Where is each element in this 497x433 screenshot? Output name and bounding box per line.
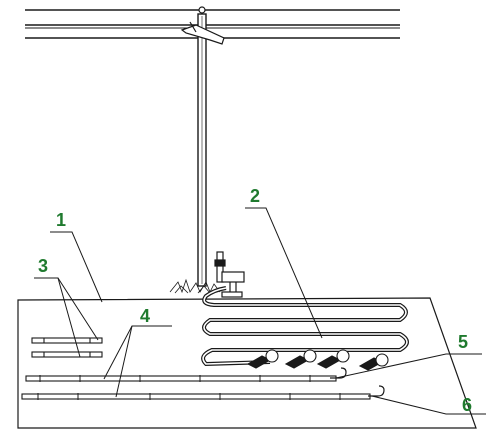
leader-2 (245, 207, 323, 339)
pole-top-insulator (198, 6, 206, 14)
callout-6: 6 (462, 395, 472, 415)
clamp-a (246, 349, 279, 369)
cable-inner (202, 287, 408, 365)
leader-3b (57, 277, 99, 341)
rod-hook-upper (330, 367, 347, 379)
leader-6 (371, 395, 486, 415)
crossarm-brace (189, 21, 197, 33)
leader-1 (50, 231, 103, 303)
long-rod-lower (21, 393, 371, 400)
cable-clamps (246, 349, 389, 371)
utility-pole (180, 6, 225, 287)
clamp-b (284, 349, 317, 369)
long-rod-upper (25, 375, 337, 382)
grounding-cable (201, 286, 409, 367)
short-bars (31, 337, 103, 358)
clamp-d (358, 353, 389, 371)
rod-hook-lower (368, 385, 385, 397)
leader-5 (335, 353, 482, 379)
clamp-body (221, 271, 245, 283)
grass-tuft (169, 278, 221, 294)
short-bar-top (31, 337, 103, 344)
callout-4: 4 (140, 306, 150, 326)
clamp-foot (221, 291, 243, 298)
callout-3: 3 (38, 256, 48, 276)
clamp-head (214, 259, 226, 267)
clamp-rod (216, 251, 224, 283)
callout-1: 1 (56, 210, 66, 230)
leader-4b (115, 325, 133, 398)
callout-2: 2 (250, 186, 260, 206)
short-bar-bottom (31, 351, 103, 358)
leader-lines (34, 207, 486, 415)
clamp-c (316, 349, 350, 369)
ground-clamp (214, 251, 245, 298)
pole-crossarm (180, 24, 225, 45)
callout-5: 5 (458, 332, 468, 352)
